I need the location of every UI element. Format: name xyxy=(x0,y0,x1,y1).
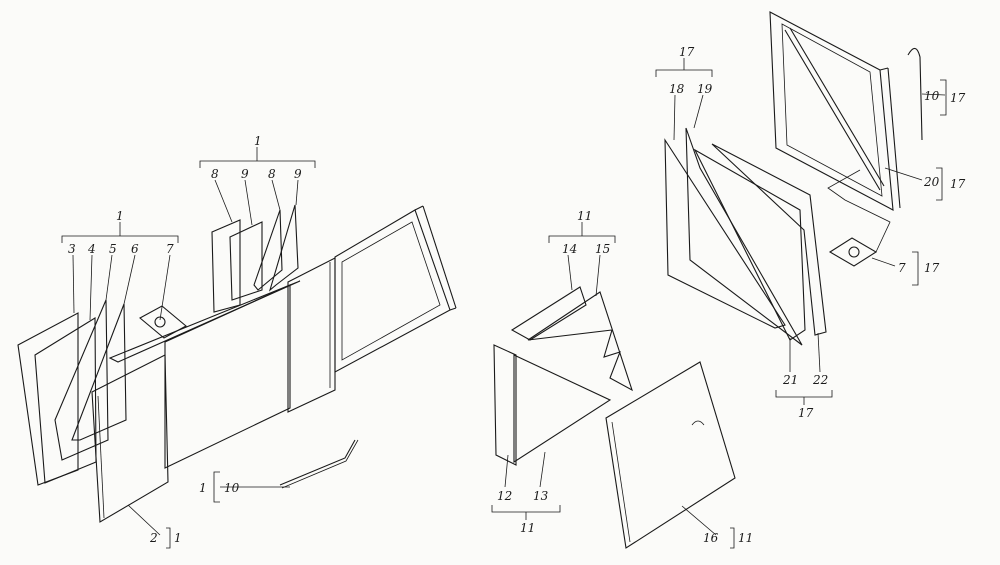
label-17-top: 17 xyxy=(679,45,695,59)
part-7-nut xyxy=(154,316,166,328)
label-14: 14 xyxy=(562,242,577,256)
window-frame-20-inner xyxy=(781,23,883,197)
label-13: 13 xyxy=(533,489,549,503)
label-22: 22 xyxy=(812,373,828,387)
part-7-right-plate xyxy=(828,237,878,267)
label-10-left: 10 xyxy=(224,481,240,495)
label-21: 21 xyxy=(782,373,798,387)
panel-12 xyxy=(493,344,517,466)
callout-labels: 1 3 4 5 6 7 1 8 9 8 9 2 1 1 10 11 14 15 … xyxy=(68,45,966,545)
label-7-right: 7 xyxy=(898,261,906,275)
label-12: 12 xyxy=(497,489,512,503)
label-17-bottom: 17 xyxy=(798,406,814,420)
label-15: 15 xyxy=(595,242,610,256)
panel-18 xyxy=(664,138,786,329)
label-18: 18 xyxy=(669,82,685,96)
callout-lines xyxy=(61,58,947,549)
label-16: 16 xyxy=(703,531,719,545)
panel-9a xyxy=(229,221,263,301)
label-9b: 9 xyxy=(294,167,302,181)
door-panel-16 xyxy=(605,361,736,549)
label-7-ref-17: 17 xyxy=(924,261,940,275)
panel-19 xyxy=(685,127,803,346)
panel-9b xyxy=(268,204,299,292)
label-6: 6 xyxy=(131,242,139,256)
label-7-left: 7 xyxy=(166,242,174,256)
label-11-top: 11 xyxy=(577,209,592,223)
part-10-rod xyxy=(279,439,356,486)
label-16-ref-11: 11 xyxy=(738,531,753,545)
label-1-top-mid: 1 xyxy=(254,134,262,148)
panel-22 xyxy=(711,143,827,336)
label-20-ref-17: 17 xyxy=(950,177,966,191)
panel-8a xyxy=(211,219,241,313)
middle-panel-assembly xyxy=(493,286,736,549)
panel-6 xyxy=(71,303,127,441)
label-19: 19 xyxy=(697,82,713,96)
panel-13 xyxy=(513,354,612,464)
left-panel-assembly xyxy=(17,204,457,523)
label-8b: 8 xyxy=(268,167,276,181)
label-5: 5 xyxy=(109,242,117,256)
label-10-right: 10 xyxy=(924,89,940,103)
label-3: 3 xyxy=(68,242,76,256)
middle-panel xyxy=(287,257,336,413)
label-10-ref-17: 17 xyxy=(950,91,966,105)
panel-3 xyxy=(17,312,79,486)
label-2-ref-1: 1 xyxy=(174,531,182,545)
label-8a: 8 xyxy=(211,167,219,181)
panel-15 xyxy=(527,291,633,392)
label-2: 2 xyxy=(149,531,158,545)
panel-5 xyxy=(54,299,109,461)
panel-8b xyxy=(253,209,283,291)
panel-14 xyxy=(510,286,587,341)
right-panel-assembly xyxy=(664,11,923,346)
part-7-nut-plate xyxy=(139,305,187,339)
label-10-ref-1: 1 xyxy=(199,481,207,495)
label-4: 4 xyxy=(87,242,96,256)
label-11-bottom: 11 xyxy=(520,521,535,535)
open-frame-inner xyxy=(341,221,441,361)
main-slat-panel xyxy=(164,284,291,469)
part-10-hook xyxy=(907,47,923,141)
main-panel-top-edge xyxy=(108,280,301,363)
panel-21 xyxy=(693,148,806,341)
front-end-panel-2 xyxy=(91,354,169,523)
window-frame-20 xyxy=(769,11,894,211)
label-20: 20 xyxy=(923,175,940,189)
label-1-top-left: 1 xyxy=(116,209,124,223)
open-frame xyxy=(334,209,451,373)
label-9a: 9 xyxy=(241,167,249,181)
part-7-right-nut xyxy=(848,246,860,258)
